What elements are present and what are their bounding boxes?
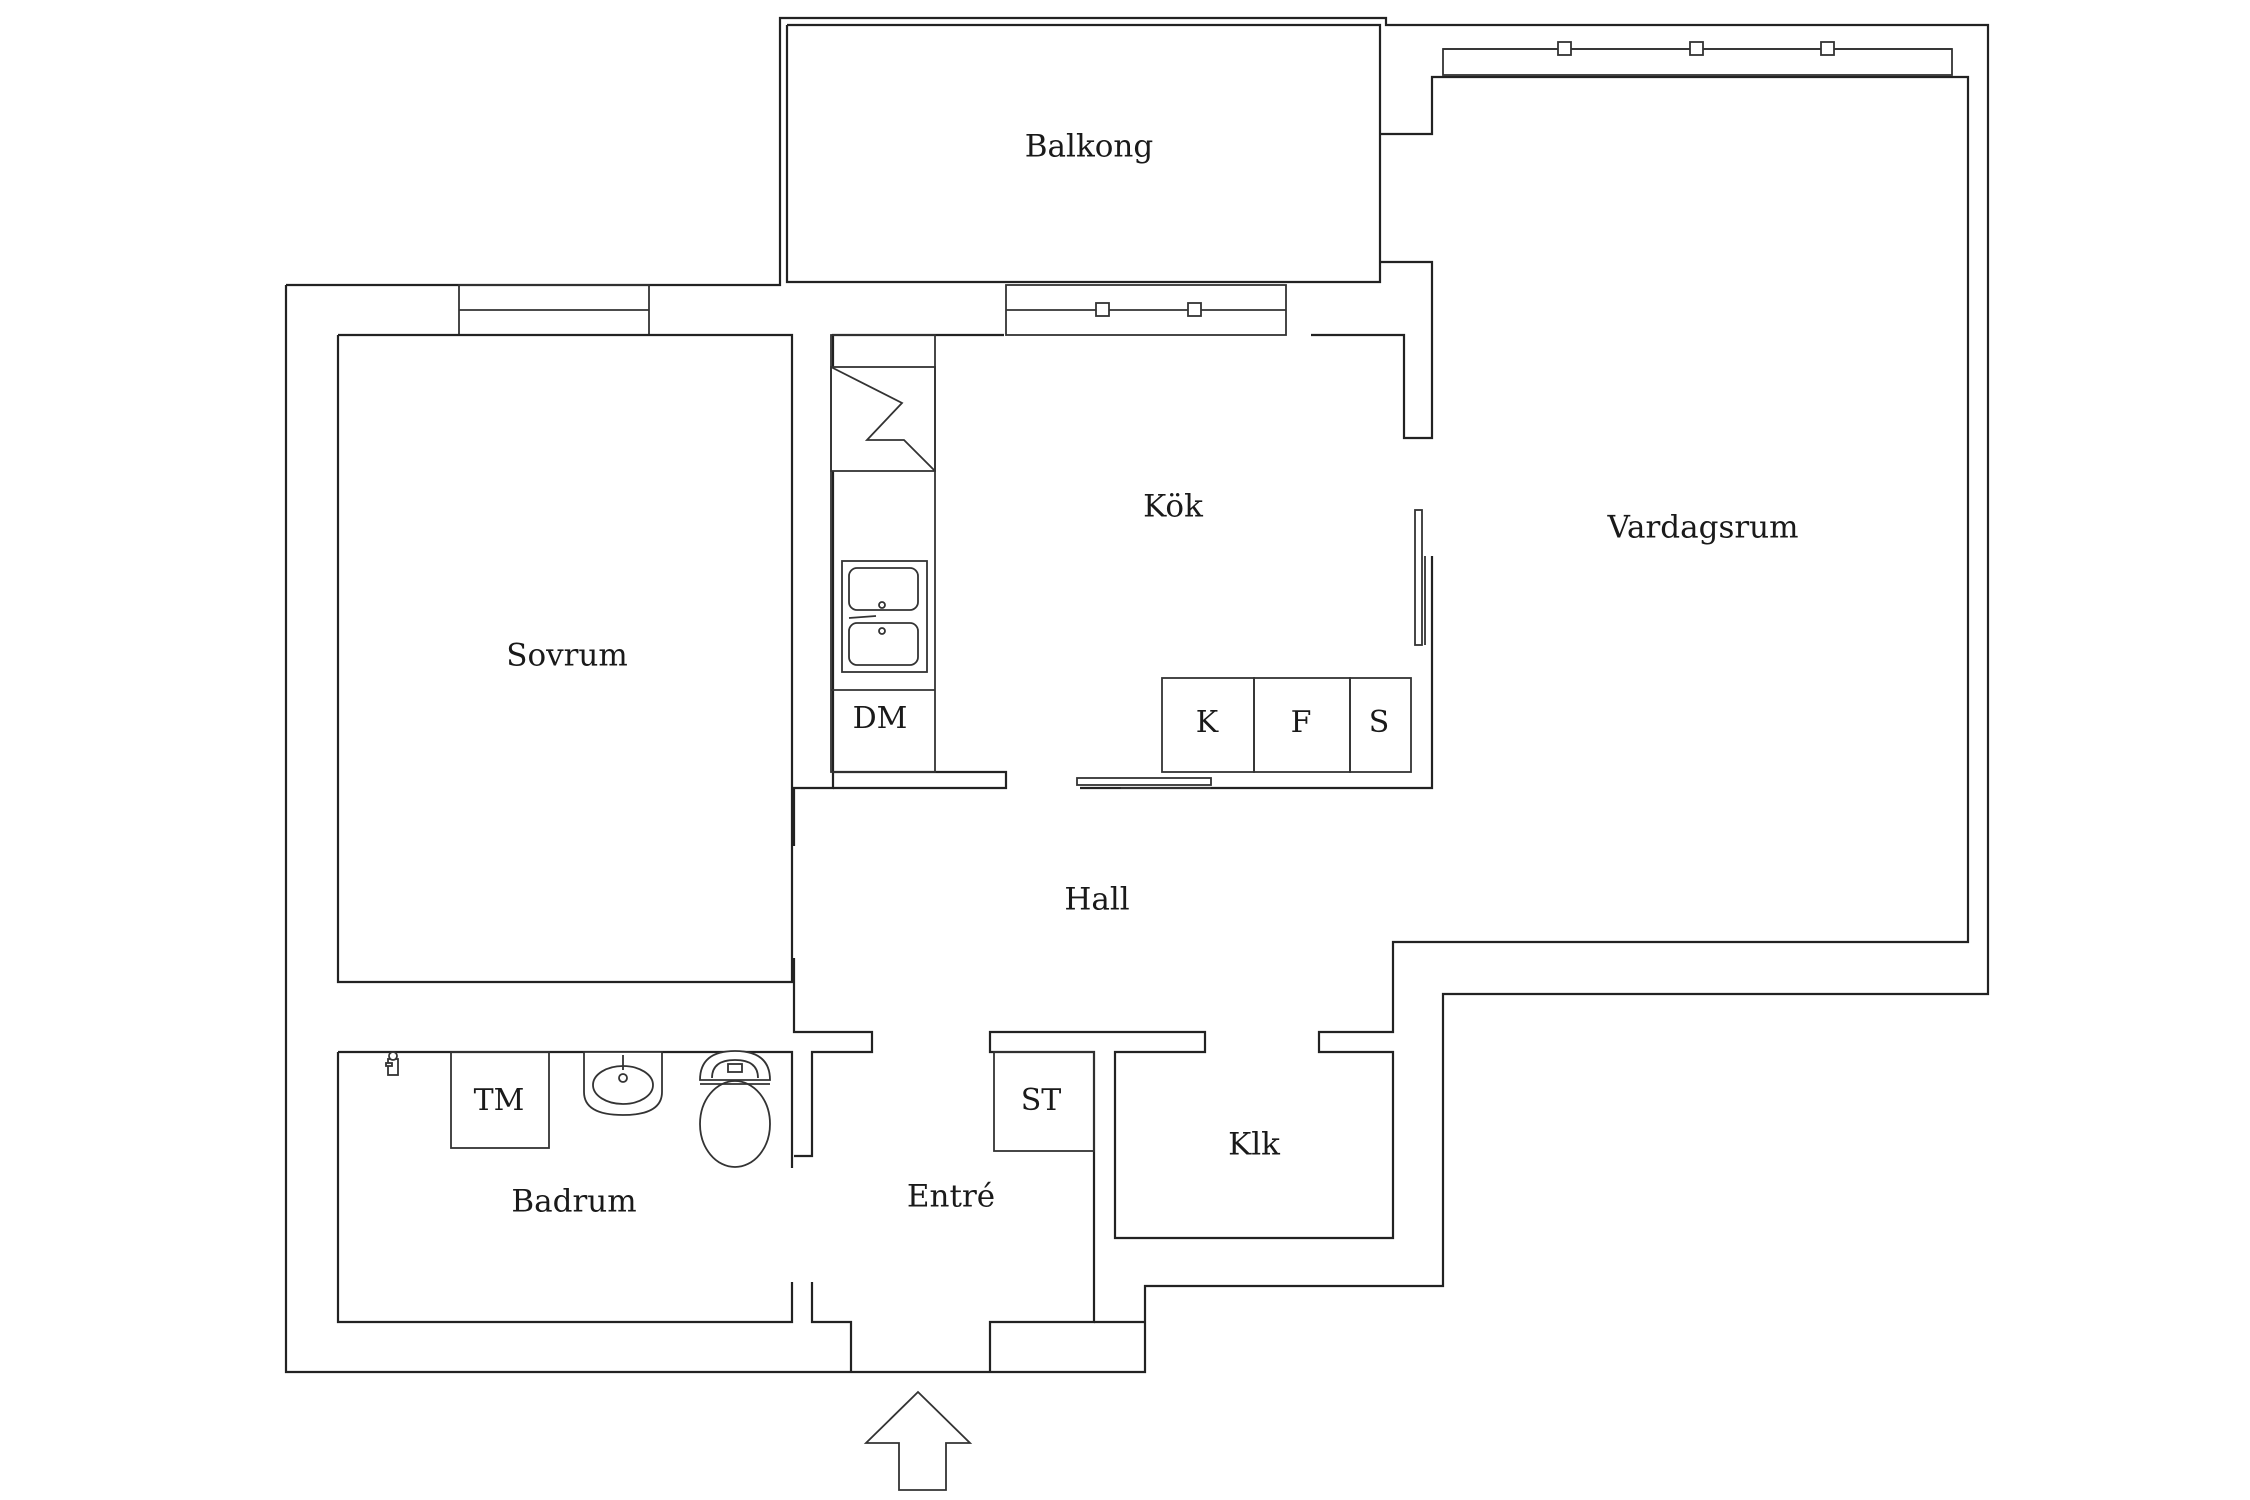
room-label-balkong: Balkong: [1024, 128, 1154, 165]
window-hinge: [1820, 41, 1835, 56]
room-label-sovrum: Sovrum: [506, 637, 628, 674]
sink-icon: [583, 1051, 663, 1116]
window-hinge: [1557, 41, 1572, 56]
inner-walls: [336, 75, 1970, 1372]
fixture-label-f: F: [1290, 705, 1312, 740]
room-label-badrum: Badrum: [511, 1183, 637, 1220]
kitchen-fixtures: [830, 334, 1426, 789]
room-label-vardagsrum: Vardagsrum: [1607, 509, 1799, 546]
sliding-door: [1076, 777, 1212, 786]
fixture-label-k: K: [1195, 705, 1219, 740]
entrance-arrow-icon: [863, 1390, 973, 1491]
fixture-label-st: ST: [1020, 1083, 1062, 1118]
outer-wall: [284, 16, 1990, 1374]
window-hinge: [1187, 302, 1202, 317]
fixture-label-tm: TM: [473, 1083, 525, 1118]
toilet-icon: [699, 1050, 771, 1168]
storage-cabinet: [993, 1051, 1095, 1152]
room-label-entre: Entré: [906, 1178, 996, 1215]
storage-and-closet: [993, 1051, 1095, 1152]
faucet-icon: [385, 1051, 399, 1076]
window-hinge: [1095, 302, 1110, 317]
cabinet-unit: [1349, 677, 1412, 773]
sliding-door: [1414, 509, 1423, 646]
window-hinge: [1689, 41, 1704, 56]
bathroom-fixtures: [385, 1050, 771, 1168]
room-label-kok: Kök: [1143, 488, 1203, 525]
double-sink: [841, 560, 928, 673]
fixture-label-s: S: [1368, 705, 1390, 740]
room-label-hall: Hall: [1064, 881, 1130, 918]
balcony: [785, 23, 1382, 284]
windows: [458, 41, 1953, 336]
room-label-klk: Klk: [1228, 1126, 1280, 1163]
fixture-label-dm: DM: [852, 701, 908, 736]
washing-machine-unit: [450, 1051, 550, 1149]
kitchen-counter: [830, 334, 936, 773]
